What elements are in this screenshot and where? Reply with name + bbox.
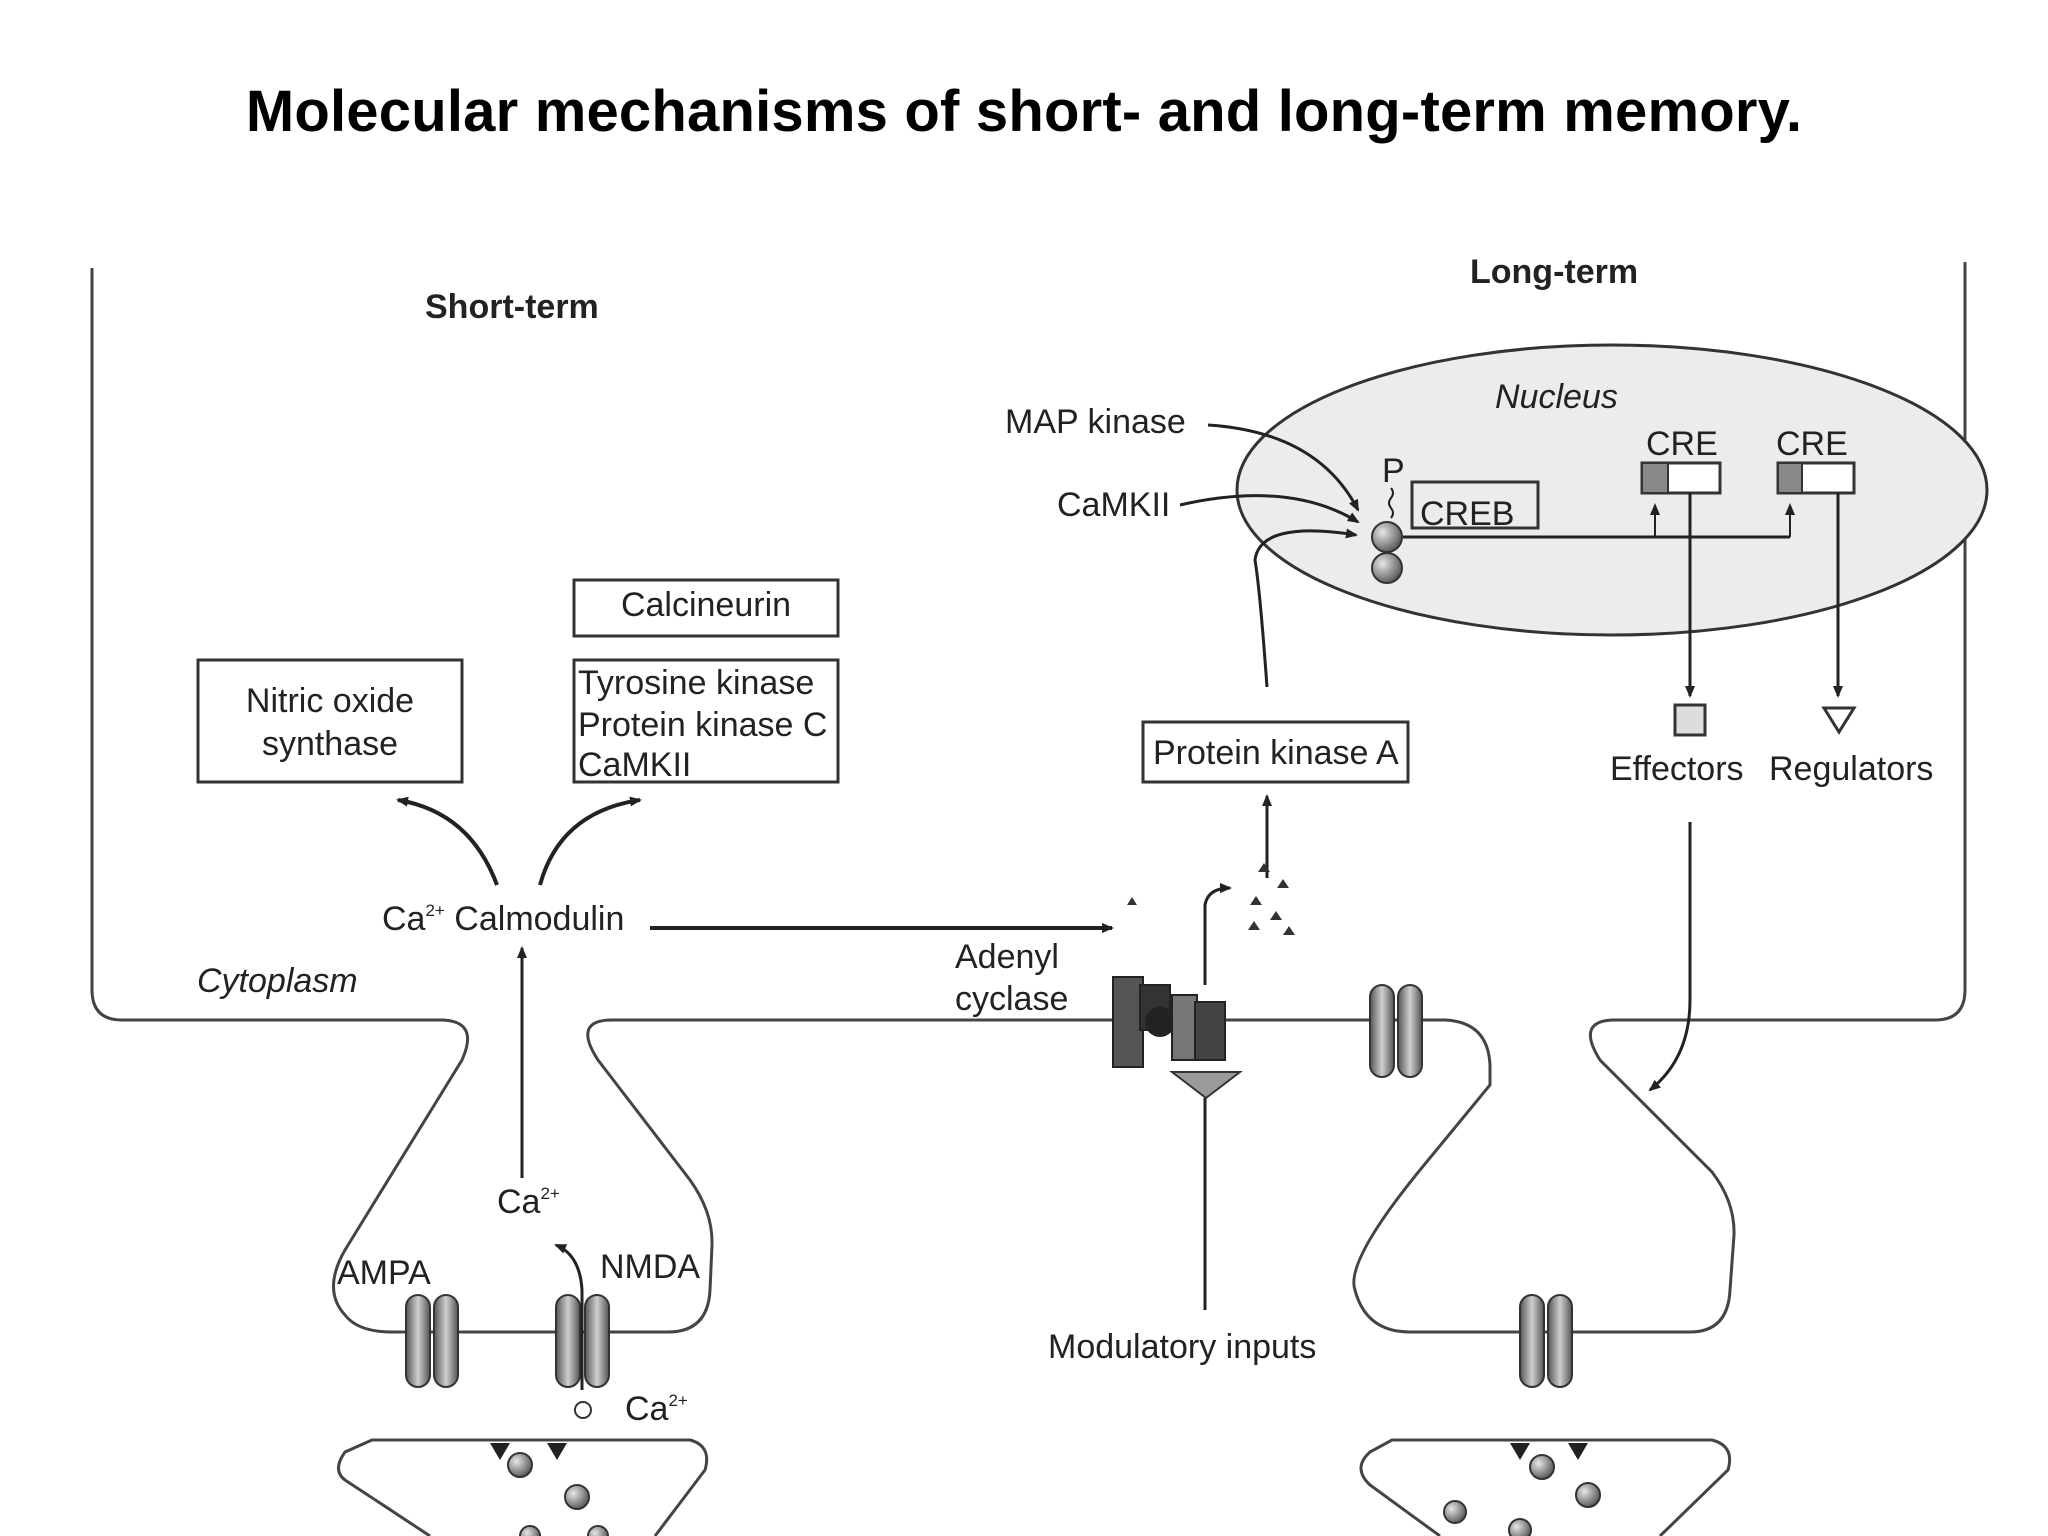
calcineurin-label: Calcineurin: [621, 586, 791, 624]
nitric-oxide-line-2: synthase: [262, 725, 398, 763]
map-kinase-arrow: [1207, 423, 1360, 512]
protein-kinase-a-label: Protein kinase A: [1153, 734, 1399, 772]
kinases-box: [572, 658, 840, 784]
creb-protein-bottom: [1371, 552, 1403, 584]
creb-protein-top: [1371, 521, 1403, 553]
pka-to-creb-arrow: [1253, 528, 1358, 688]
nmda-label: NMDA: [600, 1248, 700, 1286]
nmda-receptor: [555, 1294, 610, 1388]
presynaptic-terminal-left: [337, 1438, 709, 1536]
neurotransmitter-triangles: [490, 1443, 1588, 1460]
adenyl-label-2: cyclase: [955, 980, 1068, 1018]
creb-box: [1410, 480, 1540, 530]
adenyl-label-1: Adenyl: [955, 938, 1059, 976]
camkii-nucleus-label: CaMKII: [1057, 486, 1170, 524]
creb-label: CREB: [1420, 495, 1514, 533]
map-kinase-label: MAP kinase: [1005, 403, 1186, 441]
cre-label-2: CRE: [1776, 425, 1848, 463]
protein-kinase-a-box: [1141, 720, 1410, 784]
adenyl-cyclase-output-arrow: [1203, 883, 1232, 985]
long-term-header: Long-term: [1470, 253, 1638, 291]
cytoplasm-label: Cytoplasm: [197, 962, 358, 1000]
cre-label-1: CRE: [1646, 425, 1718, 463]
effector-icon: [1673, 703, 1707, 737]
membrane-receptor-right-top: [1369, 984, 1423, 1078]
nitric-oxide-line-1: Nitric oxide: [246, 682, 414, 720]
camp-molecules: [1127, 863, 1295, 935]
ca-calmodulin-label: Ca2+ Calmodulin: [382, 900, 624, 938]
ca-mid-label: Ca2+: [497, 1183, 560, 1221]
regulator-icon: [1821, 706, 1857, 735]
ampa-label: AMPA: [337, 1254, 431, 1292]
tyrosine-kinase-label: Tyrosine kinase: [578, 664, 814, 702]
nucleus-label: Nucleus: [1495, 378, 1618, 416]
cell-membrane: [90, 262, 1967, 1334]
protein-kinase-c-label: Protein kinase C: [578, 706, 827, 744]
growth-arrow: [1648, 822, 1692, 1092]
effectors-label: Effectors: [1610, 750, 1744, 788]
calcineurin-box: [572, 578, 840, 638]
regulators-label: Regulators: [1769, 750, 1933, 788]
cre-element-2-site: [1777, 462, 1803, 494]
phosphate-link: [1388, 487, 1394, 519]
presynaptic-terminal-right: [1359, 1438, 1732, 1536]
ampa-receptor: [405, 1294, 459, 1388]
camkii-arrow: [1179, 494, 1360, 524]
camkii-kinase-label: CaMKII: [578, 746, 691, 784]
synaptic-vesicles: [507, 1452, 1601, 1536]
phosphate-label: P: [1382, 452, 1405, 490]
modulatory-inputs-label: Modulatory inputs: [1048, 1328, 1316, 1366]
receptor-triangle: [1169, 1071, 1243, 1100]
adenyl-cyclase-icon: [1112, 976, 1226, 1068]
calmodulin-to-kinases-arrow: [538, 796, 642, 886]
slide-title: Molecular mechanisms of short- and long-…: [245, 79, 1803, 144]
calcium-influx-arrow: [554, 1243, 584, 1390]
nucleus: [1235, 343, 1989, 637]
nitric-oxide-synthase-box: [196, 658, 464, 784]
calcium-ion: [574, 1401, 592, 1419]
calmodulin-to-nos-arrow: [396, 796, 499, 886]
membrane-receptor-right-bottom: [1519, 1294, 1573, 1388]
ca-low-label: Ca2+: [625, 1390, 688, 1428]
cre-element-1-site: [1641, 462, 1669, 494]
short-term-header: Short-term: [425, 288, 599, 326]
